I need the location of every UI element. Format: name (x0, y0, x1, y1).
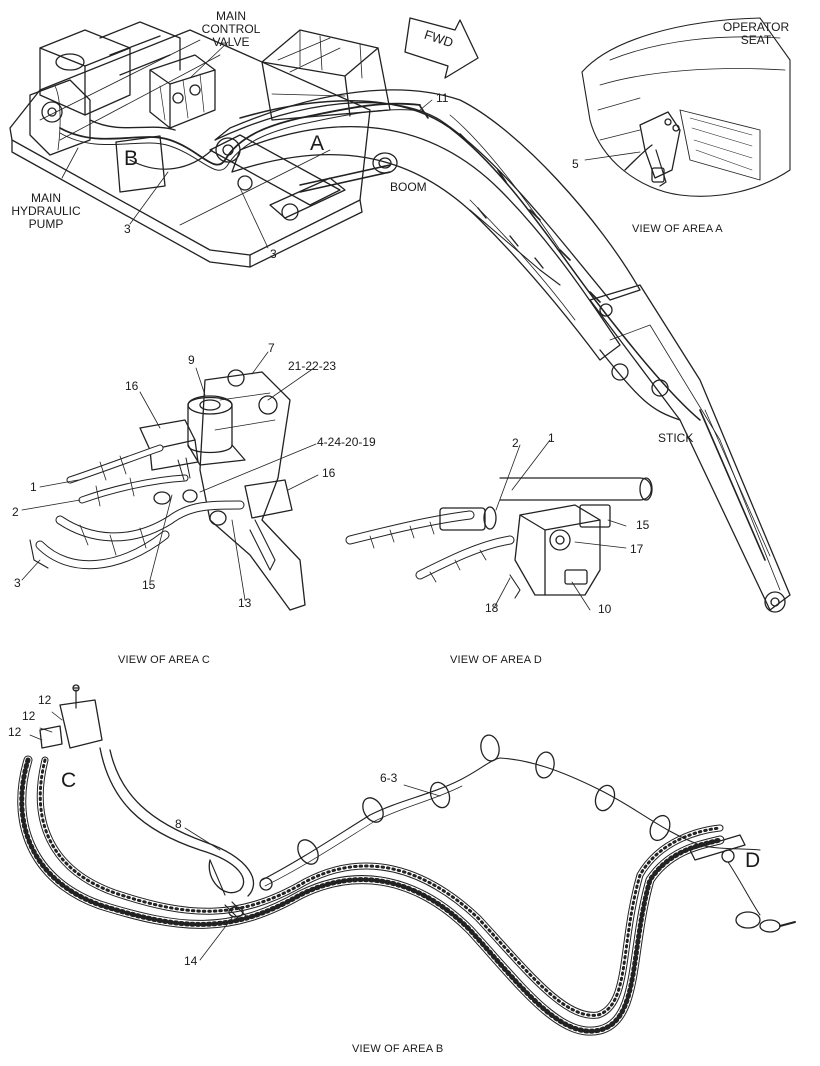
callout-1a: 1 (30, 480, 37, 494)
callout-16a: 16 (125, 379, 139, 393)
caption-view-area-c: VIEW OF AREA C (118, 654, 211, 666)
callout-12a: 12 (38, 693, 52, 707)
callout-9: 9 (188, 353, 195, 367)
machine-upper-structure (9, 21, 423, 268)
leader-lines (21, 41, 641, 961)
label-main-control-valve: MAIN CONTROL VALVE (201, 9, 261, 49)
label-main-hydraulic-pump: MAIN HYDRAULIC PUMP (11, 191, 81, 231)
callout-7: 7 (268, 341, 275, 355)
callout-18: 18 (485, 601, 499, 615)
label-operator-seat: OPERATOR SEAT (722, 20, 790, 47)
callout-3c: 3 (14, 576, 21, 590)
area-d-view (345, 477, 653, 599)
callout-6-3: 6-3 (380, 771, 398, 785)
boom-and-stick (214, 89, 791, 613)
callout-3b: 3 (270, 247, 277, 261)
callout-13: 13 (238, 596, 252, 610)
callout-17: 17 (630, 542, 644, 556)
callout-15b: 15 (636, 518, 650, 532)
area-a-view (581, 17, 791, 197)
area-b-view (17, 684, 796, 1036)
callout-8: 8 (175, 817, 182, 831)
area-c-view (29, 369, 306, 611)
callout-12c: 12 (8, 725, 22, 739)
callout-15a: 15 (142, 578, 156, 592)
callout-5: 5 (572, 157, 579, 171)
callout-2a: 2 (12, 505, 19, 519)
label-stick: STICK (658, 431, 694, 445)
callout-16b: 16 (322, 466, 336, 480)
callout-1b: 1 (548, 431, 555, 445)
caption-view-area-a: VIEW OF AREA A (632, 223, 723, 235)
callout-11: 11 (436, 91, 449, 105)
caption-view-area-d: VIEW OF AREA D (450, 654, 543, 666)
callout-12b: 12 (22, 709, 36, 723)
area-c-marker: C (61, 769, 77, 792)
caption-view-area-b: VIEW OF AREA B (352, 1043, 444, 1055)
area-d-marker: D (745, 849, 761, 872)
fwd-arrow (404, 17, 479, 79)
callout-3a: 3 (124, 222, 131, 236)
area-b-marker: B (124, 147, 139, 170)
label-boom: BOOM (390, 180, 427, 194)
callout-21-22-23: 21-22-23 (288, 359, 337, 373)
callout-2b: 2 (512, 436, 519, 450)
area-a-marker: A (310, 132, 325, 155)
callout-4-24-20-19: 4-24-20-19 (317, 435, 376, 449)
callout-10: 10 (598, 602, 612, 616)
callout-14: 14 (184, 954, 198, 968)
